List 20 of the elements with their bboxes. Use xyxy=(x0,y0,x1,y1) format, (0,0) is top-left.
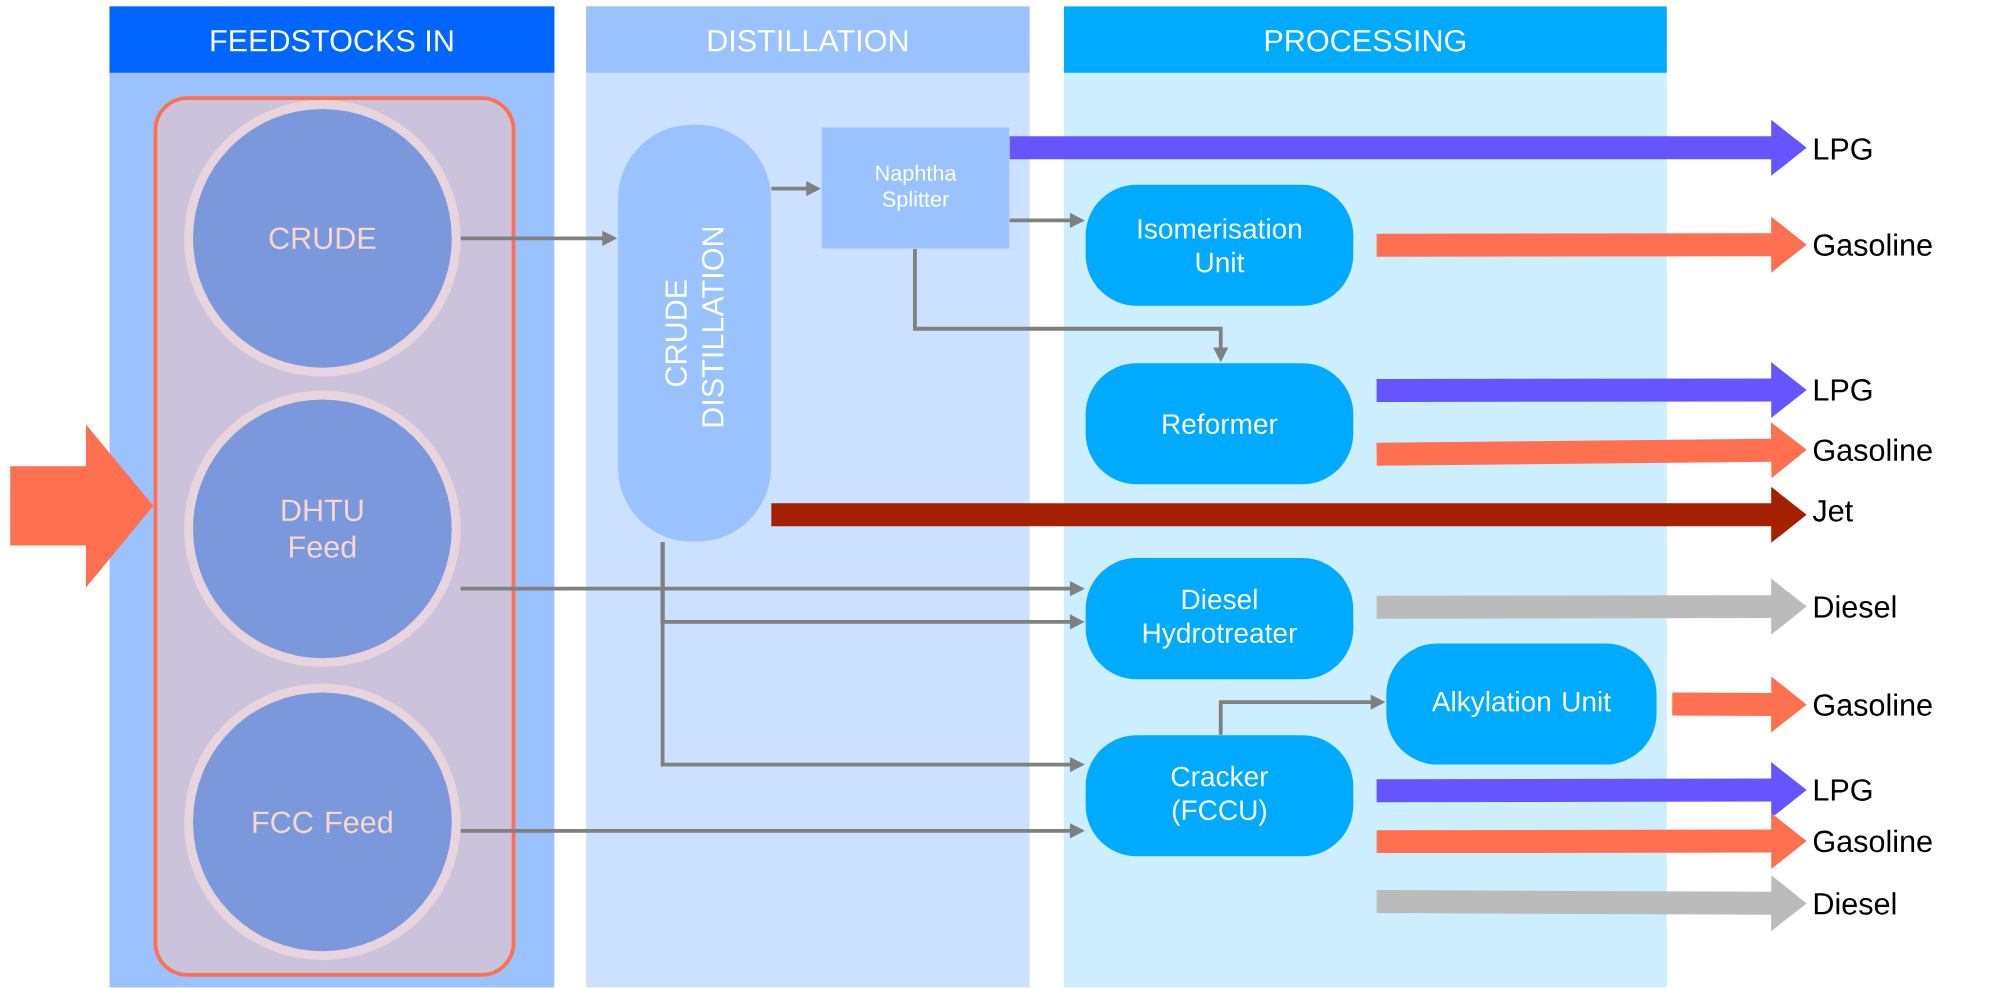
product-label: Gasoline xyxy=(1813,830,1932,853)
product-label: LPG xyxy=(1814,379,1872,401)
band-header: DISTILLATION xyxy=(586,6,1030,73)
product-label: Diesel xyxy=(1814,892,1896,915)
process-unit: Reformer xyxy=(1085,363,1354,485)
process-box: Naphtha Splitter xyxy=(821,127,1010,249)
product-label: Gasoline xyxy=(1813,233,1932,257)
band-header: FEEDSTOCKS IN xyxy=(109,6,555,73)
process-unit: Isomerisation Unit xyxy=(1085,185,1354,307)
product-label: Jet xyxy=(1812,500,1853,522)
process-unit: Diesel Hydrotreater xyxy=(1085,558,1354,680)
product-label: Gasoline xyxy=(1813,438,1932,462)
product-label: Diesel xyxy=(1814,595,1896,619)
band-header: PROCESSING xyxy=(1064,6,1667,73)
product-label: LPG xyxy=(1814,779,1872,802)
column-pill: CRUDE DISTILLATION xyxy=(618,125,771,542)
product-label: Gasoline xyxy=(1813,693,1932,717)
process-unit: Alkylation Unit xyxy=(1386,643,1657,765)
product-label: LPG xyxy=(1814,138,1872,161)
process-unit: Cracker (FCCU) xyxy=(1085,735,1354,857)
